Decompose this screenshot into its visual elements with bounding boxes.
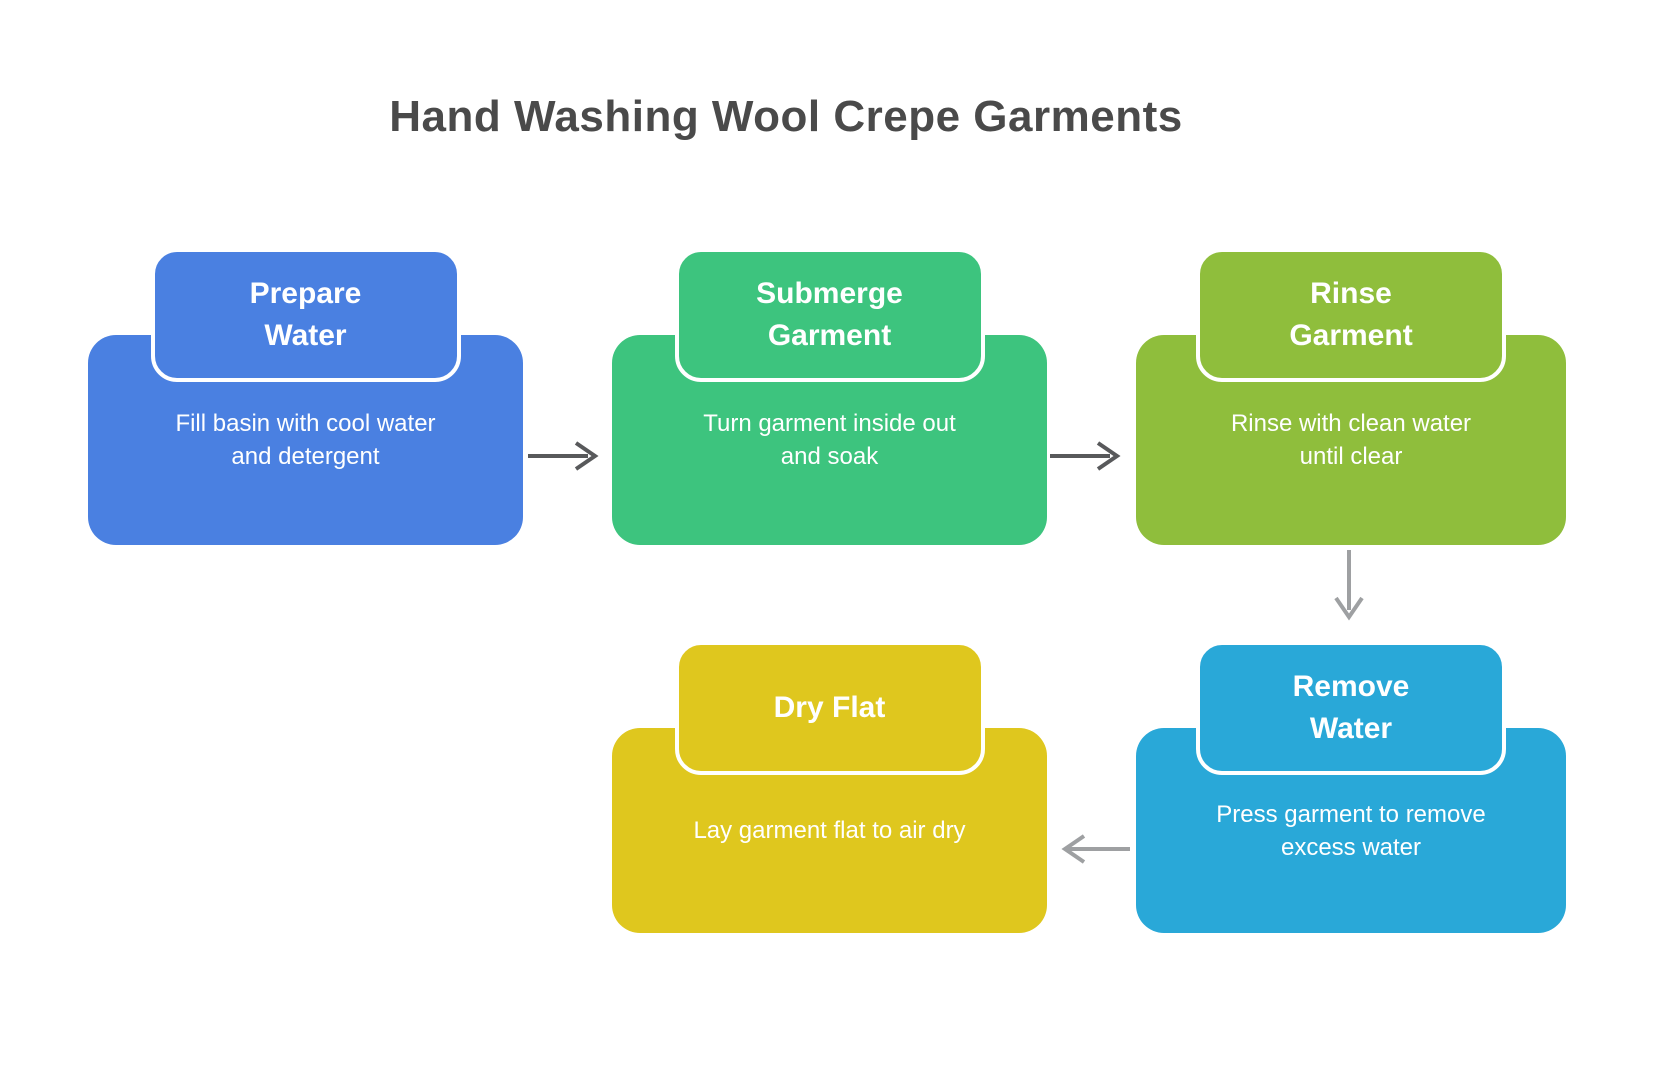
arrow-down-icon <box>1334 550 1364 621</box>
description-line: and soak <box>780 443 879 470</box>
step-header: Rinse Garment <box>1196 248 1506 382</box>
step-title-line: Garment <box>767 319 892 352</box>
step-dry-flat: Lay garment flat to air dry Dry Flat <box>612 641 1047 933</box>
description-line: until clear <box>1299 443 1403 470</box>
step-header: Submerge Garment <box>674 248 985 382</box>
step-title-line: Prepare <box>249 277 362 310</box>
step-submerge-garment: Turn garment inside out and soak Submerg… <box>612 248 1047 545</box>
diagram-title: Hand Washing Wool Crepe Garments <box>389 92 1183 141</box>
description-line: Rinse with clean water <box>1230 410 1472 437</box>
step-title-line: Water <box>264 319 347 352</box>
description-line: Turn garment inside out <box>703 410 956 437</box>
step-title-line: Remove <box>1292 670 1410 703</box>
arrow-right-icon <box>1050 441 1121 471</box>
step-title-line: Submerge <box>756 277 903 310</box>
step-title-line: Rinse <box>1310 277 1392 310</box>
step-header: Prepare Water <box>150 248 461 382</box>
arrow-right-icon <box>528 441 599 471</box>
step-title-line: Garment <box>1289 319 1413 352</box>
step-title-line: Water <box>1309 712 1393 745</box>
step-description: Lay garment flat to air dry <box>693 814 965 847</box>
step-description: Turn garment inside out and soak <box>703 407 956 473</box>
description-line: excess water <box>1280 833 1422 861</box>
step-description: Press garment to remove excess water <box>1216 798 1485 864</box>
step-description: Rinse with clean water until clear <box>1231 407 1471 473</box>
description-line: and detergent <box>231 443 380 470</box>
step-rinse-garment: Rinse with clean water until clear Rinse… <box>1136 248 1566 545</box>
description-line: Press garment to remove <box>1216 800 1486 828</box>
description-line: Lay garment flat to air dry <box>693 817 966 844</box>
step-title-line: Dry Flat <box>773 691 886 724</box>
step-remove-water: Press garment to remove excess water Rem… <box>1136 641 1566 933</box>
step-description: Fill basin with cool water and detergent <box>175 407 435 473</box>
description-line: Fill basin with cool water <box>175 410 436 437</box>
step-header: Remove Water <box>1196 641 1506 775</box>
step-prepare-water: Fill basin with cool water and detergent… <box>88 248 523 545</box>
arrow-left-icon <box>1061 834 1130 864</box>
step-header: Dry Flat <box>674 641 985 775</box>
